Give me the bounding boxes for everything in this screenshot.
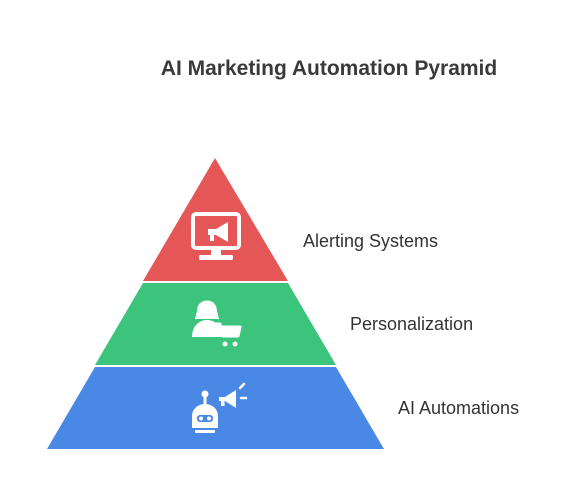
person-shopping-cart-icon <box>192 300 242 347</box>
robot-megaphone-icon <box>192 382 248 433</box>
level-3-label: AI Automations <box>398 398 519 418</box>
level-1-label: Alerting Systems <box>303 231 438 251</box>
pyramid-level-middle: Personalization <box>95 283 473 365</box>
level-2-label: Personalization <box>350 314 473 334</box>
monitor-megaphone-icon <box>191 212 241 260</box>
pyramid-level-top: Alerting Systems <box>143 158 438 281</box>
level-1-shape <box>143 158 288 281</box>
diagram-title: AI Marketing Automation Pyramid <box>161 57 497 80</box>
pyramid-level-bottom: AI Automations <box>47 367 519 449</box>
level-3-shape <box>47 367 384 449</box>
